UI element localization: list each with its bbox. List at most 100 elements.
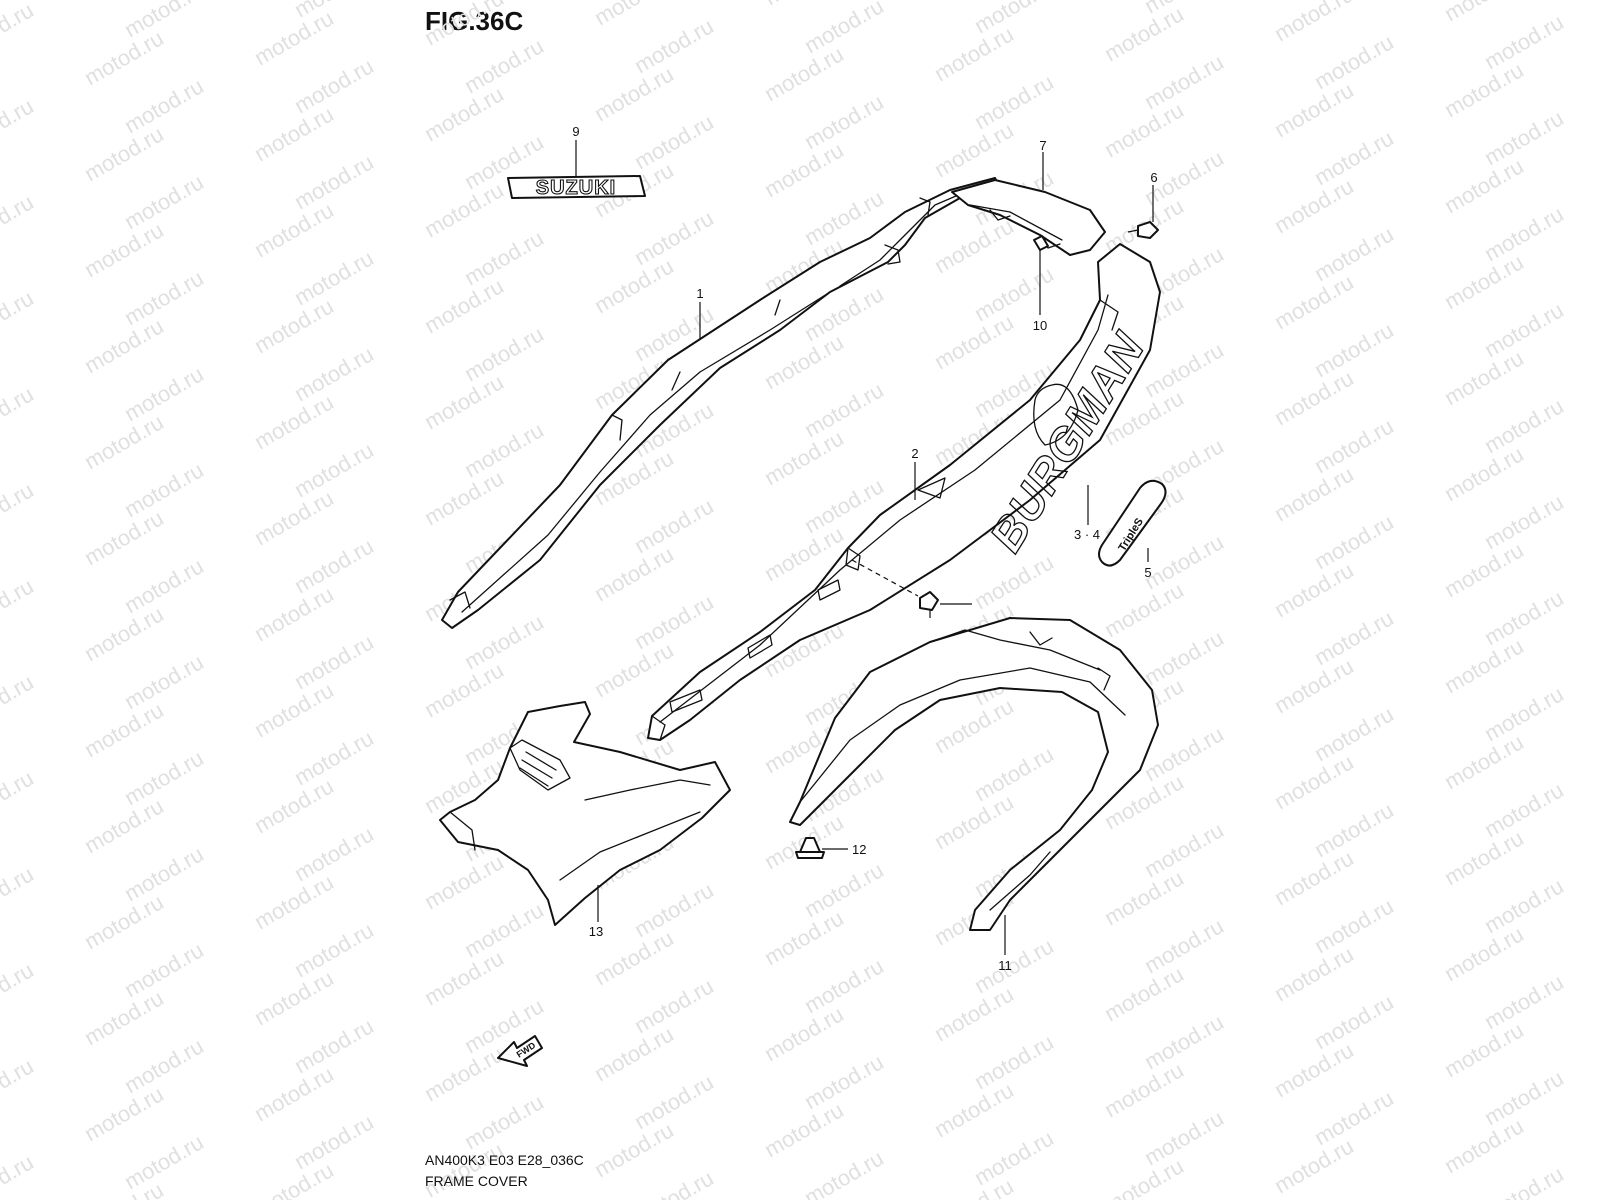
watermark-text: motod.ru — [80, 889, 168, 954]
watermark-text: motod.ru — [590, 61, 678, 126]
watermark-text: motod.ru — [1480, 681, 1568, 746]
watermark-text: motod.ru — [1440, 729, 1528, 794]
watermark-text: motod.ru — [590, 1021, 678, 1086]
watermark-text: motod.ru — [1270, 173, 1358, 238]
part-13-screw[interactable] — [919, 591, 939, 618]
watermark-text: motod.ru — [0, 765, 38, 830]
watermark-text: motod.ru — [1270, 77, 1358, 142]
watermark-text: motod.ru — [800, 89, 888, 154]
part-6-screw[interactable] — [1127, 221, 1159, 239]
callout-label-8: 9 — [572, 124, 579, 139]
watermark-text: motod.ru — [1480, 585, 1568, 650]
watermark-text: motod.ru — [290, 725, 378, 790]
watermark-text: motod.ru — [1270, 557, 1358, 622]
watermark-text: motod.ru — [460, 897, 548, 962]
part-9-clip-nut[interactable] — [1033, 235, 1049, 251]
watermark-text: motod.ru — [930, 213, 1018, 278]
watermark-text: motod.ru — [250, 965, 338, 1030]
watermark-text: motod.ru — [1310, 797, 1398, 862]
watermark-text: motod.ru — [420, 369, 508, 434]
watermark-text: motod.ru — [120, 649, 208, 714]
watermark-text: motod.ru — [120, 0, 208, 42]
watermark-text: motod.ru — [630, 109, 718, 174]
fwd-direction-arrow: FWD — [497, 1035, 543, 1067]
watermark-text: motod.ru — [250, 101, 338, 166]
watermark-text: motod.ru — [760, 329, 848, 394]
watermark-text: motod.ru — [0, 573, 38, 638]
watermark-text: motod.ru — [460, 609, 548, 674]
watermark-text: motod.ru — [80, 601, 168, 666]
watermark-text: motod.ru — [1140, 49, 1228, 114]
watermark-text: motod.ru — [80, 25, 168, 90]
watermark-text: motod.ru — [0, 957, 38, 1022]
watermark-text: motod.ru — [970, 933, 1058, 998]
callout-label-11: 12 — [852, 842, 866, 857]
watermark-text: motod.ru — [800, 0, 888, 58]
watermark-text: motod.ru — [80, 217, 168, 282]
part-8-suzuki-emblem[interactable]: SUZUKI — [507, 175, 646, 200]
watermark-text: motod.ru — [1100, 577, 1188, 642]
watermark-text: motod.ru — [1310, 701, 1398, 766]
watermark-text: motod.ru — [1140, 337, 1228, 402]
watermark-text: motod.ru — [970, 1125, 1058, 1190]
watermark-text: motod.ru — [930, 693, 1018, 758]
watermark-text: motod.ru — [630, 493, 718, 558]
watermark-text: motod.ru — [460, 417, 548, 482]
watermark-text: motod.ru — [1140, 913, 1228, 978]
watermark-text: motod.ru — [420, 273, 508, 338]
watermark-text: motod.ru — [1270, 1037, 1358, 1102]
watermark-text: motod.ru — [420, 0, 508, 50]
watermark-text: motod.ru — [1310, 221, 1398, 286]
watermark-text: motod.ru — [420, 465, 508, 530]
watermark-text: motod.ru — [250, 485, 338, 550]
callout-label-12: 13 — [589, 924, 603, 939]
part-7-rear-upper-cover[interactable] — [951, 179, 1106, 256]
watermark-text: motod.ru — [800, 1145, 888, 1200]
watermark-text: motod.ru — [1310, 893, 1398, 958]
watermark-text: motod.ru — [930, 21, 1018, 86]
callout-numbers: 9 1 2 3 · 4 5 6 7 10 11 12 13 — [572, 124, 1157, 973]
watermark-text: motod.ru — [930, 309, 1018, 374]
watermark-text: motod.ru — [1310, 509, 1398, 574]
watermark-text: motod.ru — [1140, 625, 1228, 690]
watermark-text: motod.ru — [630, 205, 718, 270]
part-12-lower-inner-cover[interactable] — [439, 701, 731, 926]
watermark-text: motod.ru — [930, 1077, 1018, 1142]
watermark-text: motod.ru — [1310, 413, 1398, 478]
watermark-text: motod.ru — [420, 81, 508, 146]
suzuki-logo-text: SUZUKI — [536, 177, 616, 199]
watermark-text: motod.ru — [250, 677, 338, 742]
watermark-text: motod.ru — [0, 861, 38, 926]
watermark-text: motod.ru — [120, 937, 208, 1002]
watermark-text: motod.ru — [1270, 1133, 1358, 1198]
watermark-text: motod.ru — [1270, 749, 1358, 814]
watermark-text: motod.ru — [420, 657, 508, 722]
watermark-text: motod.ru — [1270, 845, 1358, 910]
watermark-text: motod.ru — [420, 849, 508, 914]
watermark-text: motod.ru — [1440, 249, 1528, 314]
watermark-text: motod.ru — [1100, 961, 1188, 1026]
watermark-text: motod.ru — [590, 541, 678, 606]
part-11-push-rivet[interactable] — [795, 837, 825, 859]
watermark-text: motod.ru — [250, 197, 338, 262]
watermark-text: motod.ru — [0, 669, 38, 734]
watermark-text: motod.ru — [630, 877, 718, 942]
watermark-text: motod.ru — [420, 1137, 508, 1200]
watermark-text: motod.ru — [420, 945, 508, 1010]
watermark-text: motod.ru — [250, 5, 338, 70]
watermark-text: motod.ru — [630, 1069, 718, 1134]
watermark-text: motod.ru — [290, 53, 378, 118]
part-10-rear-lower-cover[interactable] — [789, 617, 1159, 931]
watermark-text: motod.ru — [120, 169, 208, 234]
watermark-text: motod.ru — [970, 0, 1058, 38]
watermark-text: motod.ru — [1440, 1017, 1528, 1082]
watermark-text: motod.ru — [80, 409, 168, 474]
part-2-side-cover[interactable] — [647, 243, 1161, 741]
watermark-text: motod.ru — [1100, 1057, 1188, 1122]
watermark-text: motod.ru — [0, 381, 38, 446]
watermark-text: motod.ru — [590, 1117, 678, 1182]
watermark-text: motod.ru — [1480, 297, 1568, 362]
watermark-text: motod.ru — [630, 973, 718, 1038]
watermark-text: motod.ru — [80, 505, 168, 570]
watermark-text: motod.ru — [0, 0, 38, 62]
